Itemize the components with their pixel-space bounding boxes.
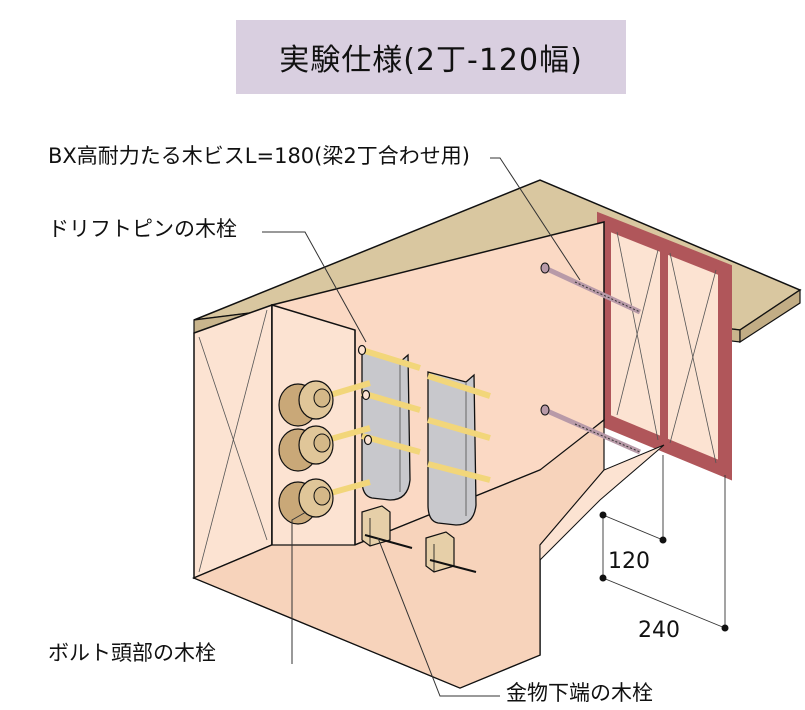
dim-240-line — [602, 577, 726, 629]
bolt-head-plug-1 — [278, 380, 334, 427]
bolts — [278, 380, 371, 525]
label-screw: BX高耐力たる木ビスL=180(梁2丁合わせ用) — [48, 144, 470, 168]
dim-120-line — [602, 514, 664, 541]
screw-upper-head — [540, 262, 550, 274]
drift-pin-5 — [427, 417, 491, 441]
drift-pin-4 — [427, 373, 491, 399]
bolt-head-plug-3 — [278, 478, 334, 525]
label-bolt-head-plug: ボルト頭部の木栓 — [48, 641, 216, 665]
diagram-title: 実験仕様(2丁-120幅) — [279, 43, 583, 78]
hardware-bottom-plugs — [361, 505, 477, 573]
title-box: 実験仕様(2丁-120幅) — [236, 20, 626, 94]
top-beam-right-face — [739, 288, 801, 344]
drift-pin-2 — [361, 390, 421, 413]
screw-upper-shaft — [543, 265, 642, 315]
drift-pin-hole-1 — [357, 344, 367, 356]
bolt-head-leader — [291, 511, 307, 664]
dim-label-240: 240 — [638, 618, 680, 643]
section-cross-4 — [669, 269, 717, 444]
leader-lines — [262, 157, 581, 697]
side-cross-1 — [198, 336, 268, 541]
side-cross-2 — [198, 309, 268, 573]
screws — [540, 262, 642, 455]
drift-pin-hole-3 — [363, 434, 373, 446]
metal-plate-left — [361, 351, 411, 501]
drift-pin-1 — [361, 347, 421, 371]
section-cross-1 — [616, 231, 659, 441]
block-lower-right — [539, 444, 665, 562]
bottom-plug-1 — [361, 505, 413, 549]
hardware-bottom-leader — [377, 537, 500, 697]
dim-label-120: 120 — [608, 549, 650, 574]
screw-leader — [490, 157, 581, 281]
dimension-dots — [599, 511, 729, 632]
screw-lower-head — [540, 404, 550, 416]
bolt-head-plug-2 — [278, 425, 334, 472]
metal-plate-right — [427, 371, 477, 526]
drift-pin-leader — [262, 231, 367, 343]
block-bottom-face — [192, 418, 605, 689]
section-cross-2 — [616, 249, 659, 416]
label-drift-pin-plug: ドリフトピンの木栓 — [48, 217, 237, 241]
dimension-lines — [602, 455, 726, 629]
drift-pin-6 — [427, 461, 491, 483]
beam-end — [597, 211, 732, 481]
bottom-plug-2 — [425, 531, 477, 573]
label-hardware-bottom-plug: 金物下端の木栓 — [506, 681, 653, 705]
metal-plates — [361, 351, 477, 526]
drift-pin-hole-2 — [361, 389, 371, 401]
drift-pins — [357, 344, 491, 483]
